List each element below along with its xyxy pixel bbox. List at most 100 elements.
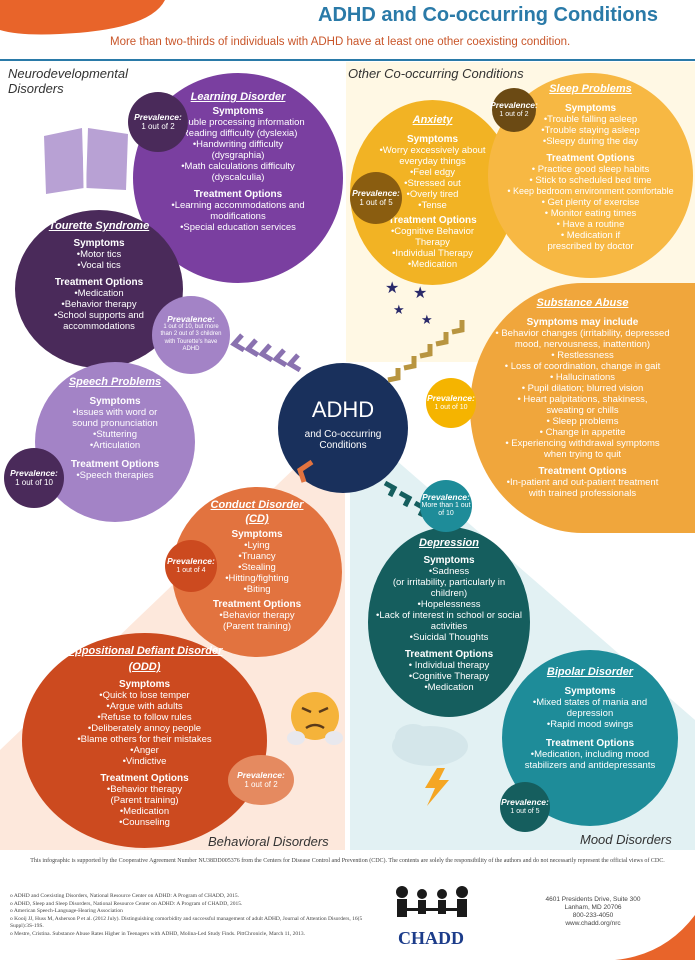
substance-symptom: • Behavior changes (irritability, depres… xyxy=(495,328,670,350)
chadd-logo: CHADD xyxy=(398,928,464,948)
website-link[interactable]: www.chadd.org/nrc xyxy=(565,920,621,927)
conduct-treatment: •Behavior therapy (Parent training) xyxy=(219,610,295,632)
address-block: 4601 Presidents Drive, Suite 300 Lanham,… xyxy=(538,896,648,928)
tourette-treatment: •Behavior therapy xyxy=(61,299,137,310)
odd-circle: Oppositional Defiant Disorder (ODD) Symp… xyxy=(22,633,267,848)
sleep-symptom: •Trouble falling asleep xyxy=(543,114,638,125)
reference-item: o ADHD and Coexisting Disorders, Nationa… xyxy=(10,893,239,899)
sleep-treatment: • Stick to scheduled bed time xyxy=(529,175,652,186)
substance-treatment-heading: Treatment Options xyxy=(538,466,627,477)
anxiety-symptom: •Worry excessively about everyday things xyxy=(379,145,486,167)
substance-symptom: • Restlessness xyxy=(551,350,614,361)
chevrons-left-icon xyxy=(230,333,302,373)
tourette-title: Tourette Syndrome xyxy=(48,220,150,232)
anxiety-symptom: •Tense xyxy=(418,200,447,211)
sleep-treatment-heading: Treatment Options xyxy=(546,153,635,164)
section-mood: Mood Disorders xyxy=(580,832,672,847)
odd-symptom: •Vindictive xyxy=(122,756,167,767)
speech-symptom: •Articulation xyxy=(89,440,141,451)
depression-treatment: • Individual therapy xyxy=(408,660,490,671)
odd-title-abbr: (ODD) xyxy=(128,661,161,673)
section-neuro: Neurodevelopmental Disorders xyxy=(8,66,128,96)
page-title: ADHD and Co-occurring Conditions xyxy=(318,4,658,26)
header-divider xyxy=(0,59,695,61)
prevalence-label: Prevalence: xyxy=(167,314,215,325)
sleep-symptoms-heading: Symptoms xyxy=(564,103,617,114)
prevalence-label: Prevalence: xyxy=(134,112,182,122)
moon-stars-icon: ★ ★ ★ ★ xyxy=(373,278,455,355)
prevalence-label: Prevalence: xyxy=(427,393,475,403)
odd-symptom: •Quick to lose temper xyxy=(99,690,190,701)
odd-symptom: •Anger xyxy=(130,745,159,756)
bipolar-prevalence: Prevalence:1 out of 5 xyxy=(500,782,550,832)
depression-treatment: •Medication xyxy=(424,682,474,693)
learning-symptom: •Reading difficulty (dyslexia) xyxy=(178,128,298,139)
substance-symptom: • Sleep problems xyxy=(546,416,619,427)
anxiety-treatment: •Individual Therapy xyxy=(392,248,473,259)
footer-support-note: This infographic is supported by the Coo… xyxy=(30,858,665,864)
svg-text:★: ★ xyxy=(385,280,399,297)
prevalence-label: Prevalence: xyxy=(352,188,400,198)
prevalence-value: 1 out of 10 xyxy=(434,404,468,411)
odd-symptom: •Argue with adults xyxy=(106,701,183,712)
prevalence-value: 1 out of 5 xyxy=(510,808,540,815)
prevalence-value: More than 1 out of 10 xyxy=(421,501,471,518)
prevalence-value: 1 out of 4 xyxy=(176,567,206,574)
sleep-treatment: • Have a routine xyxy=(556,219,625,230)
reference-item: o ADHD, Sleep and Sleep Disorders, Natio… xyxy=(10,900,243,907)
chevron-down-left-icon xyxy=(297,459,314,483)
anxiety-treatment-heading: Treatment Options xyxy=(388,215,477,226)
prevalence-value: 1 out of 10, but more than 2 out of 3 ch… xyxy=(160,323,222,353)
prevalence-label: Prevalence: xyxy=(10,468,58,478)
prevalence-value: 1 out of 2 xyxy=(499,111,529,118)
sleep-treatment: • Get plenty of exercise xyxy=(541,197,640,208)
prevalence-label: Prevalence: xyxy=(167,556,215,566)
speech-symptom: •Stuttering xyxy=(93,429,137,440)
footer-swoosh xyxy=(615,915,695,960)
speech-symptoms-heading: Symptoms xyxy=(89,396,141,407)
prevalence-value: 1 out of 5 xyxy=(359,198,393,207)
speech-treatment-heading: Treatment Options xyxy=(70,459,160,470)
sleep-symptom: •Trouble staying asleep xyxy=(541,125,640,136)
sleep-prevalence: Prevalence:1 out of 2 xyxy=(490,88,538,132)
anxiety-symptoms-heading: Symptoms xyxy=(406,134,459,145)
odd-treatment: (Parent training) xyxy=(110,795,179,806)
odd-treatment: •Behavior therapy xyxy=(106,784,183,795)
tourette-symptom: •Vocal tics xyxy=(77,260,121,271)
depression-treatment: •Cognitive Therapy xyxy=(408,671,490,682)
conduct-symptom: •Truancy xyxy=(238,551,276,562)
speech-symptom: •Issues with word or sound pronunciation xyxy=(72,407,158,429)
substance-symptom: • Heart palpitations, shakiness, sweatin… xyxy=(517,394,648,416)
anxiety-circle: Anxiety Symptoms •Worry excessively abou… xyxy=(350,100,515,285)
speech-prevalence: Prevalence:1 out of 10 xyxy=(4,448,64,508)
angry-face-icon xyxy=(287,692,343,745)
sleep-treatment: • Medication if prescribed by doctor xyxy=(547,230,634,252)
learning-symptom: •Trouble processing information xyxy=(171,117,305,128)
book-icon xyxy=(44,127,128,194)
conduct-symptom: •Lying xyxy=(244,540,270,551)
odd-symptom: •Deliberately annoy people xyxy=(87,723,202,734)
conduct-symptom: •Biting xyxy=(243,584,271,595)
substance-symptom: • Loss of coordination, change in gait xyxy=(504,361,661,372)
substance-prevalence: Prevalence:1 out of 10 xyxy=(426,378,476,428)
substance-symptom: • Hallucinations xyxy=(549,372,616,383)
substance-symptom: • Pupil dilation; blurred vision xyxy=(521,383,644,394)
anxiety-symptom: •Overly tired xyxy=(406,189,459,200)
learning-symptoms-heading: Symptoms xyxy=(212,106,264,117)
anxiety-treatment: •Cognitive Behavior Therapy xyxy=(390,226,475,248)
substance-treatment: •In-patient and out-patient treatment wi… xyxy=(506,477,659,499)
bipolar-treatment-heading: Treatment Options xyxy=(545,738,635,749)
anxiety-symptom: •Feel edgy xyxy=(409,167,456,178)
conduct-symptom: •Hitting/fighting xyxy=(225,573,289,584)
conduct-symptoms-heading: Symptoms xyxy=(231,529,283,540)
bipolar-title: Bipolar Disorder xyxy=(546,666,634,678)
anxiety-prevalence: Prevalence:1 out of 5 xyxy=(350,172,402,224)
odd-treatment: •Medication xyxy=(119,806,170,817)
substance-title: Substance Abuse xyxy=(536,297,629,309)
prevalence-label: Prevalence: xyxy=(501,797,549,807)
bipolar-treatment: •Medication, including mood stabilizers … xyxy=(524,749,656,771)
references-list: o ADHD and Coexisting Disorders, Nationa… xyxy=(10,893,380,938)
svg-text:★: ★ xyxy=(393,302,405,317)
anxiety-title: Anxiety xyxy=(412,114,453,126)
chevrons-up-right-icon xyxy=(387,320,465,383)
